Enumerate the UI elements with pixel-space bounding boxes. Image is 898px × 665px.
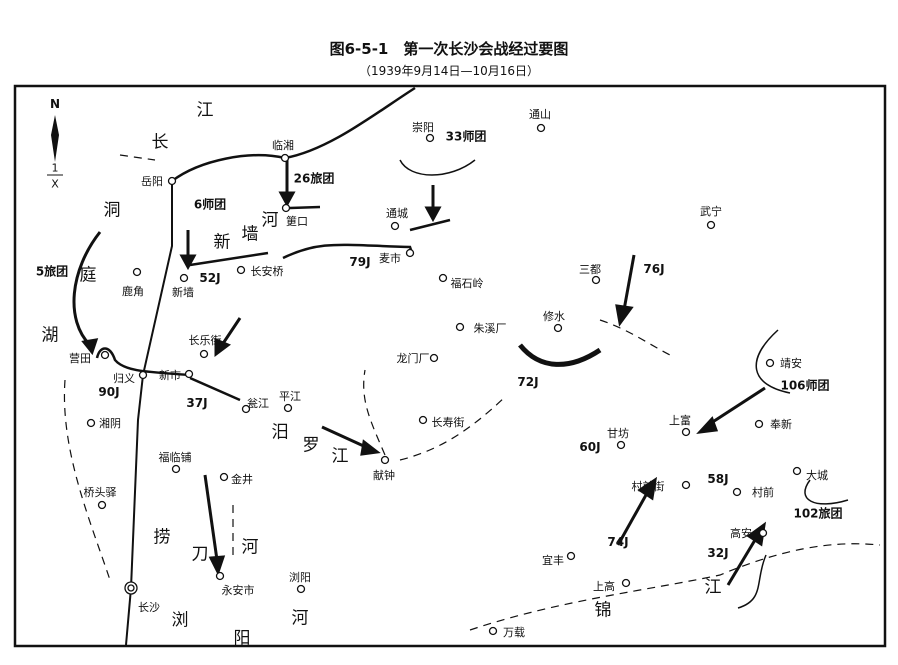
- map-subtitle: （1939年9月14日—10月16日）: [359, 64, 539, 78]
- unit-label: 102旅团: [793, 506, 843, 521]
- attack-arrows: [72, 160, 767, 609]
- scale-bottom: X: [51, 177, 59, 191]
- place-label: 高安: [730, 527, 752, 540]
- place-markers: [86, 123, 802, 636]
- river-label: 河: [261, 210, 279, 231]
- place-label: 营田: [69, 352, 91, 365]
- unit-label: 26旅团: [293, 171, 335, 186]
- lake-label: 洞: [103, 200, 121, 221]
- river-label: 长: [151, 132, 169, 153]
- place-label: 三都: [579, 263, 601, 276]
- place-label: 新墙: [172, 286, 194, 299]
- unit-label: 58J: [707, 472, 729, 486]
- river-label: 刀: [191, 544, 209, 565]
- north-arrow-icon: [47, 115, 63, 176]
- unit-label: 74J: [607, 535, 629, 549]
- place-label: 长沙: [138, 601, 160, 614]
- river-label: 江: [331, 446, 349, 467]
- river-label: 浏: [171, 610, 189, 631]
- river-label: 河: [291, 608, 309, 629]
- place-label: 福临铺: [158, 451, 192, 464]
- place-label: 通山: [529, 108, 551, 121]
- unit-label: 37J: [186, 396, 208, 410]
- place-label: 长寿街: [431, 416, 465, 429]
- scale-top: 1: [51, 161, 59, 175]
- place-label: 鹿角: [122, 285, 144, 298]
- river-label: 河: [241, 537, 259, 558]
- unit-label: 6师团: [193, 197, 227, 212]
- place-label: 大城: [806, 469, 828, 482]
- unit-label: 90J: [98, 385, 120, 399]
- place-label: 甘坊: [607, 427, 629, 440]
- river-label: 锦: [594, 600, 612, 621]
- place-label: 麦市: [379, 252, 401, 265]
- place-label: 靖安: [780, 357, 802, 370]
- place-label: 奉新: [770, 418, 792, 431]
- place-label: 朱溪厂: [473, 322, 507, 335]
- place-label: 宜丰: [542, 554, 564, 567]
- lake-label: 庭: [79, 265, 97, 286]
- compass-north-label: N: [49, 97, 61, 111]
- place-label: 上富: [669, 414, 691, 427]
- place-label: 桥头驿: [83, 486, 117, 499]
- river-label: 罗: [302, 435, 320, 456]
- unit-label: 60J: [579, 440, 601, 454]
- river-label: 江: [704, 577, 722, 598]
- railway-line: [125, 181, 173, 646]
- unit-label: 52J: [199, 271, 221, 285]
- unit-label: 5旅团: [35, 264, 69, 279]
- place-label: 瓮江: [247, 397, 269, 410]
- unit-label: 32J: [707, 546, 729, 560]
- river-label: 墙: [241, 224, 259, 245]
- place-label: 修水: [543, 310, 565, 323]
- dashed-routes: [63, 154, 881, 631]
- place-label: 归义: [113, 372, 135, 385]
- unit-label: 76J: [643, 262, 665, 276]
- place-label: 临湘: [272, 139, 294, 152]
- river-label: 新: [213, 232, 231, 253]
- place-label: 浏阳: [289, 571, 311, 584]
- place-label: 新市: [159, 369, 181, 382]
- place-label: 上高: [593, 580, 615, 593]
- place-label: 长乐街: [188, 334, 222, 347]
- place-label: 村前: [752, 486, 774, 499]
- unit-label: 106师团: [780, 378, 830, 393]
- lake-label: 湖: [41, 325, 59, 346]
- place-label: 金井: [231, 473, 253, 486]
- place-label: 湘阴: [99, 417, 121, 430]
- map-frame: [13, 84, 887, 648]
- place-label: 岳阳: [141, 175, 163, 188]
- unit-label: 72J: [517, 375, 539, 389]
- river-label: 阳: [233, 628, 251, 649]
- place-label: 福石岭: [450, 277, 484, 290]
- map-title: 图6-5-1 第一次长沙会战经过要图: [329, 40, 569, 58]
- place-label: 献钟: [373, 469, 395, 482]
- unit-label: 33师团: [445, 129, 487, 144]
- place-label: 龙门厂: [396, 352, 430, 365]
- place-label: 村前街: [631, 480, 665, 493]
- place-label: 通城: [386, 207, 408, 220]
- place-label: 崇阳: [412, 121, 434, 134]
- place-label: 万载: [503, 626, 525, 639]
- river-label: 捞: [153, 527, 171, 548]
- river-label: 江: [196, 100, 214, 121]
- place-label: 武宁: [700, 205, 722, 218]
- place-label: 平江: [279, 390, 301, 403]
- river-label: 汨: [271, 422, 289, 443]
- place-label: 永安市: [221, 584, 255, 597]
- front-lines: [95, 86, 849, 505]
- place-label: 筻口: [286, 215, 308, 228]
- unit-label: 79J: [349, 255, 371, 269]
- place-label: 长安桥: [250, 265, 284, 278]
